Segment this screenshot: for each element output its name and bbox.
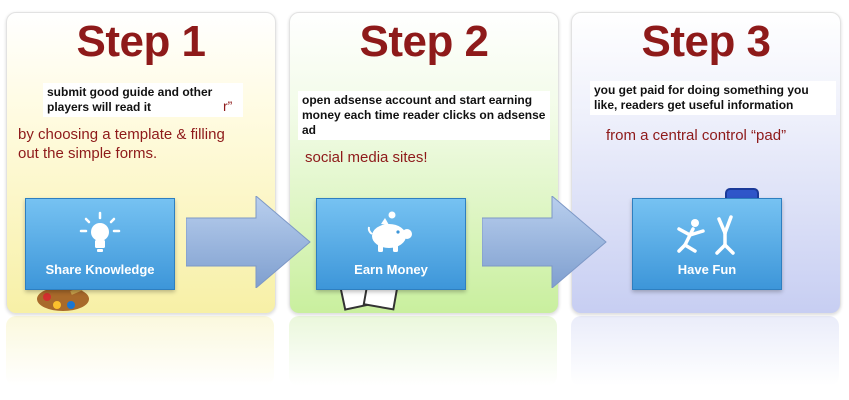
earn-money-button[interactable]: Earn Money (316, 198, 466, 290)
step-1-red-text: by choosing a template & filling out the… (18, 126, 225, 162)
earn-money-label: Earn Money (354, 262, 428, 277)
piggy-bank-icon (367, 211, 412, 252)
step-3-title: Step 3 (641, 17, 771, 66)
step-3-note: you get paid for doing something you lik… (590, 81, 836, 115)
have-fun-label: Have Fun (677, 262, 737, 277)
panel-reflection (571, 316, 839, 386)
arrow-right-icon (186, 196, 311, 288)
step-1-stray-text: r” (223, 98, 233, 114)
people-jumping-icon (677, 215, 735, 255)
step-3-panel: Step 3 you get paid for doing something … (571, 12, 841, 314)
lightbulb-icon (79, 211, 121, 252)
step-1-title: Step 1 (76, 17, 206, 66)
have-fun-button[interactable]: Have Fun (632, 198, 782, 290)
panel-reflection (289, 316, 557, 386)
share-knowledge-label: Share Knowledge (45, 262, 155, 277)
arrow-right-icon (482, 196, 607, 288)
step-2-note: open adsense account and start earning m… (298, 91, 550, 140)
step-1-panel: Step 1 submit good guide and other playe… (6, 12, 276, 314)
step-2-red-text: social media sites! (305, 149, 428, 166)
panel-reflection (6, 316, 274, 386)
step-1-note: submit good guide and other players will… (43, 83, 243, 117)
share-knowledge-button[interactable]: Share Knowledge (25, 198, 175, 290)
step-3-red-text: from a central control “pad” (606, 127, 787, 144)
step-2-title: Step 2 (359, 17, 489, 66)
